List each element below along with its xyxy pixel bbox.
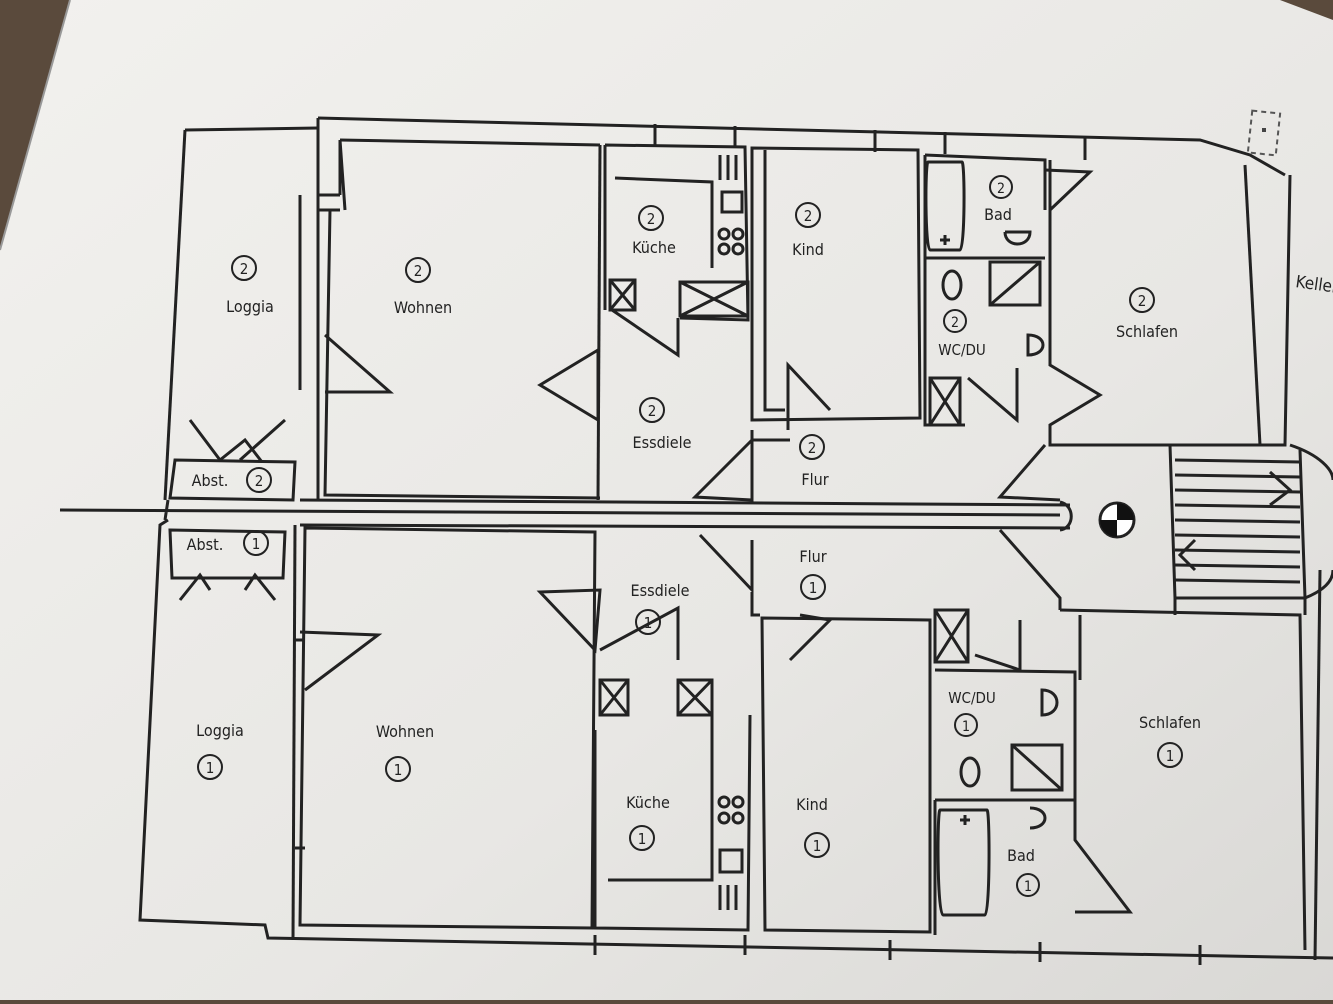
room-number: 1: [809, 579, 818, 597]
room-name: Abst.: [187, 535, 224, 554]
room-name: Küche: [626, 793, 670, 812]
room-abst-2: Abst. 2: [192, 467, 272, 493]
room-bad-2: 2 Bad: [984, 175, 1013, 224]
room-number: 1: [252, 535, 261, 553]
room-number: 1: [644, 614, 653, 632]
room-number: 2: [808, 439, 817, 457]
room-number: 1: [962, 719, 970, 735]
room-number: 1: [206, 759, 215, 777]
room-number: 2: [648, 402, 657, 420]
room-name: Loggia: [226, 297, 274, 316]
room-loggia-1: Loggia 1: [196, 721, 244, 780]
room-name: Wohnen: [376, 722, 434, 741]
room-name: Schlafen: [1116, 322, 1178, 341]
room-name: Küche: [632, 238, 676, 257]
room-number: 2: [804, 207, 813, 225]
room-name: Bad: [1007, 846, 1035, 865]
room-name: Wohnen: [394, 298, 452, 317]
room-name: Kind: [796, 795, 828, 814]
room-name: WC/DU: [938, 341, 986, 359]
room-name: Essdiele: [633, 433, 692, 452]
room-number: 2: [414, 262, 423, 280]
room-number: 2: [255, 472, 264, 490]
corner-marker-dot: [1262, 128, 1266, 132]
paper-edge: [0, 0, 71, 251]
room-essdiele-2: 2 Essdiele: [633, 397, 692, 452]
room-number: 2: [1138, 292, 1147, 310]
room-number: 1: [394, 761, 403, 779]
room-number: 1: [1024, 879, 1032, 895]
compass-marker: [1098, 501, 1136, 539]
room-name: Loggia: [196, 721, 244, 740]
room-number: 2: [240, 260, 249, 278]
room-name: Flur: [801, 470, 828, 489]
room-kind-1: Kind 1: [796, 795, 830, 858]
room-name: Flur: [799, 547, 826, 566]
room-loggia-2: 2 Loggia: [226, 255, 274, 316]
room-name: Schlafen: [1139, 713, 1201, 732]
room-number: 2: [951, 315, 959, 331]
room-flur-1: Flur 1: [799, 547, 827, 600]
room-number: 1: [638, 830, 647, 848]
room-kueche-2: 2 Küche: [632, 205, 676, 257]
room-schlafen-1: Schlafen 1: [1139, 713, 1201, 768]
room-name: Essdiele: [631, 581, 690, 600]
room-wcdu-2: 2 WC/DU: [938, 309, 986, 359]
room-number: 2: [647, 210, 656, 228]
room-wohnen-2: 2 Wohnen: [394, 257, 452, 317]
room-schlafen-2: 2 Schlafen: [1116, 287, 1178, 341]
room-abst-1: Abst. 1: [187, 530, 269, 556]
room-wohnen-1: Wohnen 1: [376, 722, 434, 782]
room-bad-1: Bad 1: [1007, 846, 1040, 897]
plan-lines: [59, 116, 1333, 965]
room-name: WC/DU: [948, 689, 996, 707]
room-essdiele-1: Essdiele 1: [631, 581, 690, 635]
room-name: Bad: [984, 205, 1012, 224]
room-name: Kind: [792, 240, 824, 259]
room-kind-2: 2 Kind: [792, 202, 824, 259]
room-name: Abst.: [192, 471, 229, 490]
room-flur-2: 2 Flur: [799, 434, 829, 489]
room-number: 1: [813, 837, 822, 855]
room-wcdu-1: WC/DU 1: [948, 689, 996, 737]
room-kueche-1: Küche 1: [626, 793, 670, 851]
room-number: 2: [997, 181, 1005, 197]
corner-marker: [1246, 109, 1282, 157]
room-number: 1: [1166, 747, 1175, 765]
